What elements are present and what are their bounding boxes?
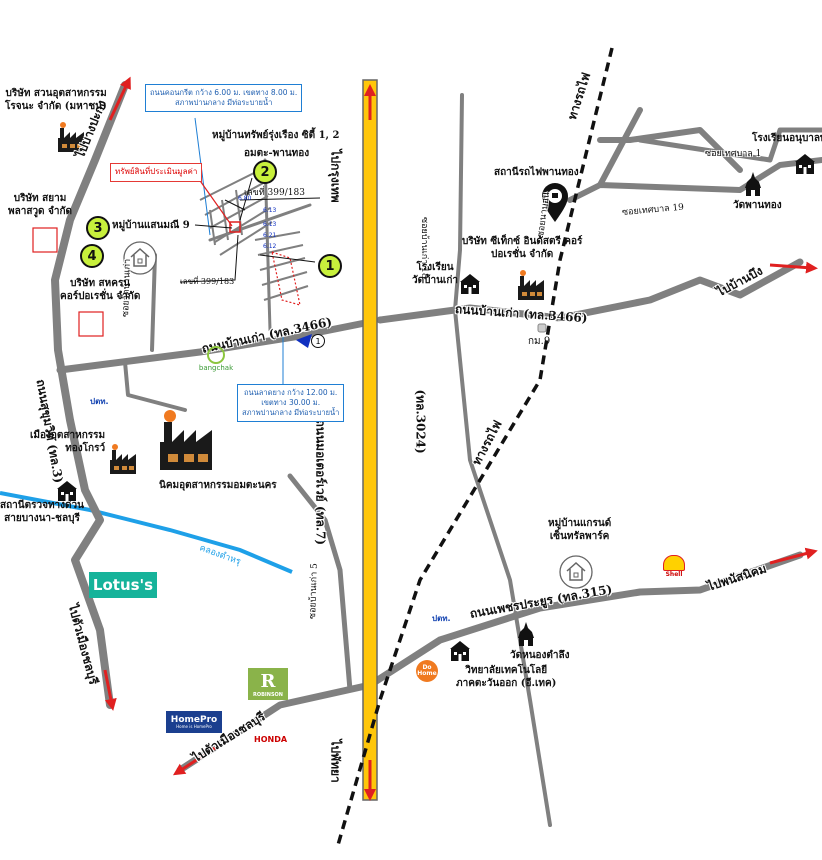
label-amata-nakorn: นิคมอุตสาหกรรมอมตะนคร <box>159 480 277 491</box>
label-tech-college: วิทยาลัยเทคโนโลยี ภาคตะวันออก (อี.เทค) <box>456 665 557 689</box>
shell-logo: Shell <box>660 552 688 580</box>
robinson-letter: R <box>260 670 276 692</box>
marker-2: 2 <box>253 160 277 184</box>
canal-khlong-tamru <box>0 491 293 574</box>
label-mueang-industrial: เมืองอุตสาหกรรม ทองโกรว์ <box>30 430 106 454</box>
motorway-7 <box>362 79 378 801</box>
plot-mark-label: 6.80 <box>238 195 252 202</box>
label-grand-village: หมู่บ้านแกรนด์ เซ็นทรัลพาร์ค <box>548 518 612 542</box>
road-soi-wat <box>150 253 157 352</box>
school-icon <box>795 154 815 174</box>
shell-label: Shell <box>665 570 683 578</box>
road-label-3024: (ทล.3024) <box>413 389 428 454</box>
bangchak-logo: bangchak <box>196 345 236 373</box>
ptt-logo-south: ปตท. <box>432 614 451 623</box>
homepro-sub: Home is HomePro <box>176 723 212 729</box>
road-sukhumvit-branch <box>123 360 187 412</box>
ptt-logo: ปตท. <box>90 397 109 406</box>
label-wat-phanthong: วัดพานทอง <box>733 200 782 211</box>
dohome-logo: Do Home <box>416 660 438 682</box>
north-arrow-icon <box>296 334 312 348</box>
note-concrete-road: ถนนคอนกรีต กว้าง 6.00 ม. เขตทาง 8.00 ม. … <box>145 84 303 113</box>
road-label-soi-ban-kao-5: ซอยบ้านเก่า 5 <box>308 563 320 620</box>
plot-mark-label: 6.12 <box>263 243 277 250</box>
label-school-ban-kao: โรงเรียน วัดบ้านเก่า <box>412 262 458 286</box>
km-label: กม.9 <box>528 336 551 347</box>
label-suan-industrial: บริษัท สวนอุตสาหกรรม โรจนะ จำกัด (มหาชน) <box>5 88 107 112</box>
road-soi-north <box>567 157 822 203</box>
road-label-soi-1: ซอยเทศบาล 1 <box>705 149 762 159</box>
robinson-logo: R ROBINSON <box>248 668 288 700</box>
label-plot-number-bottom: เลขที่ 399/183 <box>180 277 235 286</box>
train-station-pin-icon <box>542 183 568 222</box>
road-ban-kao-west <box>56 318 374 374</box>
robinson-label: ROBINSON <box>253 691 283 698</box>
homepro-label: HomePro <box>170 714 218 725</box>
road-phet-prayun <box>176 551 804 774</box>
factory-icon <box>110 444 136 474</box>
factory-icon <box>518 270 544 300</box>
road-grid-main <box>263 158 272 332</box>
label-property: ทรัพย์สินที่ประเมินมูลค่า <box>110 163 203 182</box>
road-label-to-bangkok: ไปกรุงเทพ <box>328 149 343 203</box>
railway <box>336 47 614 846</box>
marker-3: 3 <box>86 216 110 240</box>
label-phanthong-station: สถานีรถไฟพานทอง <box>494 167 579 178</box>
shell-icon <box>663 554 685 571</box>
plot-mark-label: 6.13 <box>263 207 277 214</box>
school-icon <box>450 641 470 661</box>
marker-4: 4 <box>80 244 104 268</box>
road-soi-1 <box>637 127 822 163</box>
bangchak-label: bangchak <box>198 364 234 372</box>
temple-icon <box>518 622 534 646</box>
housing-grid <box>199 169 309 301</box>
honda-logo: HONDA <box>254 735 288 744</box>
school-icon <box>460 274 480 294</box>
road-3024 <box>453 93 552 827</box>
homepro-logo: HomePro Home is HomePro <box>166 711 222 733</box>
road-soi-ban-kao-5 <box>287 473 353 693</box>
label-plot-number-top: เลขที่ 399/183 <box>244 188 305 198</box>
factory-icon <box>160 410 212 470</box>
road-label-motorway: ถนนมอเตอร์เวย์ (ทล.7) <box>313 419 328 546</box>
lotus-logo: Lotus's <box>89 572 157 598</box>
pointer-marker: 1 <box>311 334 325 348</box>
label-sahakon: บริษัท สหครน คอร์ปอเรชั่น จำกัด <box>60 278 141 302</box>
label-checkpoint: สถานีตรวจทางด่วน สายบางนา-ชลบุรี <box>0 500 84 524</box>
subject-plot <box>271 251 301 306</box>
road-label-to-pattaya: ไปพัทยา <box>328 739 343 783</box>
label-village-saenmanee: หมู่บ้านแสนมณี 9 <box>112 220 190 231</box>
label-school-tethsaban: โรงเรียนอนุบาลพานทอง <box>752 133 822 144</box>
label-siam-plastic: บริษัท สยาม พลาสวูด จำกัด <box>8 193 73 217</box>
road-sukhumvit <box>51 81 129 709</box>
marker-1: 1 <box>318 254 342 278</box>
label-seatek: บริษัท ซีเท็กซ์ อินดัสตรี คอร์ ปอเรชั่น … <box>462 236 583 260</box>
label-amata-phanthong: อมตะ-พานทอง <box>244 148 310 159</box>
bangchak-icon <box>207 346 225 364</box>
plot-mark-label: 6.21 <box>263 232 277 239</box>
note-asphalt-road: ถนนลาดยาง กว้าง 12.00 ม. เขตทาง 30.00 ม.… <box>237 384 345 423</box>
school-icon <box>57 481 77 501</box>
label-village-sap-rung: หมู่บ้านทรัพย์รุ่งเรือง ซิตี้ 1, 2 <box>212 130 340 141</box>
plot-mark-label: 6.13 <box>263 221 277 228</box>
road-ban-kao-east <box>376 258 804 324</box>
label-wat-nong-tamlueng: วัดหนองตำลึง <box>510 650 570 661</box>
km-post-icon <box>537 323 547 333</box>
